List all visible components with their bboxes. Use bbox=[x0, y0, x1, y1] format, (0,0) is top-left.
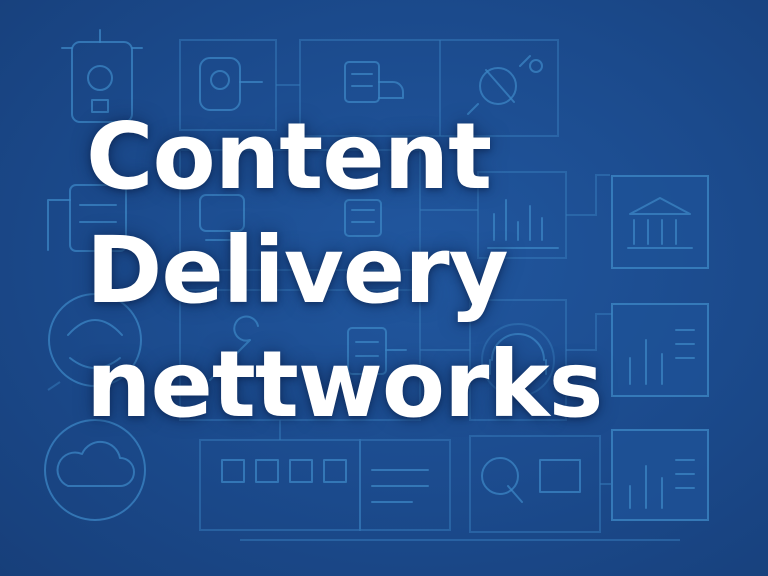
cloud-icon bbox=[44, 419, 146, 521]
headline: Content Delivery nettworks bbox=[86, 100, 726, 442]
cursor-target-icon bbox=[481, 457, 581, 503]
plug-connector-icon bbox=[344, 61, 404, 103]
device-icon bbox=[47, 184, 127, 252]
monitor-icon bbox=[199, 194, 245, 241]
headline-line-3: nettworks bbox=[86, 331, 603, 438]
bank-building-icon bbox=[627, 197, 693, 249]
server-rack-icon bbox=[61, 29, 143, 123]
gear-network-icon bbox=[467, 55, 543, 115]
chip-icon bbox=[344, 199, 382, 237]
server-icon bbox=[347, 327, 407, 375]
headline-line-2: Delivery bbox=[86, 217, 509, 324]
robot-icon bbox=[199, 57, 263, 111]
headline-line-1: Content bbox=[86, 103, 492, 210]
sync-cycle-icon bbox=[47, 293, 142, 391]
grid-modules-icon bbox=[221, 459, 429, 503]
analytics-icon bbox=[629, 459, 695, 509]
bar-chart-icon bbox=[487, 199, 559, 249]
dashboard-chart-icon bbox=[629, 329, 695, 385]
headset-icon bbox=[481, 323, 555, 397]
wrench-icon bbox=[209, 315, 259, 381]
